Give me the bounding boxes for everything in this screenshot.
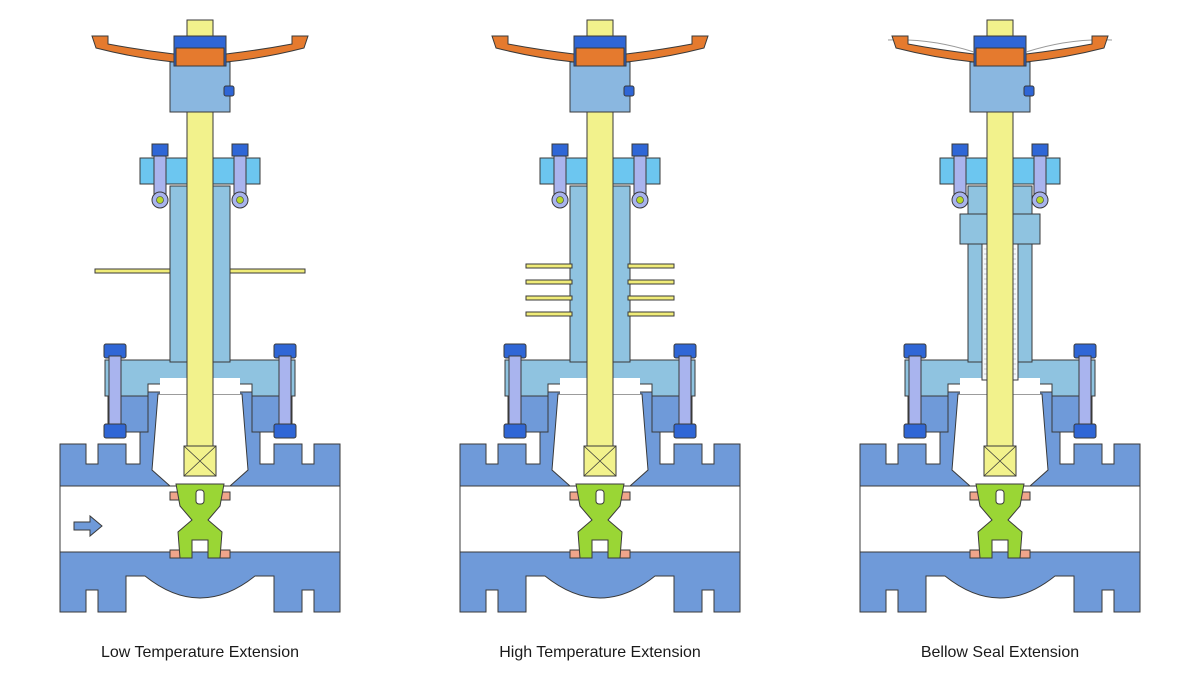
- grease-nipple: [1023, 85, 1035, 97]
- wedge-slot: [595, 489, 605, 505]
- handwheel-spoke-right: [1025, 35, 1109, 63]
- gate-wedge: [975, 483, 1025, 559]
- eye-bolt-left-nut: [951, 143, 969, 157]
- bonnet-bolt-left-bottom-nut: [103, 423, 127, 439]
- cooling-fin-right: [627, 263, 675, 269]
- eye-bolt-right-nut: [631, 143, 649, 157]
- yoke-nut-housing: [169, 61, 231, 113]
- bonnet-bolt-left-stud: [108, 355, 122, 431]
- bonnet-bolt-right-bottom-nut: [273, 423, 297, 439]
- bonnet-bolt-left-bottom-nut: [903, 423, 927, 439]
- caption-low-temperature: Low Temperature Extension: [100, 644, 300, 661]
- bonnet-bolt-right-stud: [278, 355, 292, 431]
- cooling-fin-right: [627, 279, 675, 285]
- eye-bolt-left-pin: [956, 196, 964, 204]
- stem-head-cross: [183, 445, 217, 477]
- eye-bolt-right-pin: [1036, 196, 1044, 204]
- gate-wedge: [575, 483, 625, 559]
- drip-plate-left: [94, 268, 171, 274]
- cooling-fin-left: [525, 263, 573, 269]
- yoke-nut-housing: [969, 61, 1031, 113]
- stem-head-cross: [983, 445, 1017, 477]
- yoke-nut-housing: [569, 61, 631, 113]
- eye-bolt-right-pin: [236, 196, 244, 204]
- eye-bolt-left-pin: [556, 196, 564, 204]
- caption-high-temperature: High Temperature Extension: [499, 644, 701, 661]
- handwheel-hub: [175, 47, 225, 67]
- handwheel-hub: [975, 47, 1025, 67]
- wedge-slot: [995, 489, 1005, 505]
- bonnet-bolt-right-bottom-nut: [1073, 423, 1097, 439]
- cooling-fin-left: [525, 295, 573, 301]
- handwheel-spoke-right: [225, 35, 309, 63]
- bonnet-bolt-right-bottom-nut: [673, 423, 697, 439]
- panel-high-temperature: High Temperature Extension: [400, 0, 800, 693]
- bonnet-bolt-left-stud: [508, 355, 522, 431]
- eye-bolt-right-nut: [231, 143, 249, 157]
- bonnet-bolt-right-stud: [678, 355, 692, 431]
- cooling-fin-right: [627, 295, 675, 301]
- stem-head-cross: [583, 445, 617, 477]
- valve-drawing-low-temperature: [59, 19, 341, 613]
- handwheel-spoke-left: [891, 35, 975, 63]
- panel-low-temperature: Low Temperature Extension: [0, 0, 400, 693]
- handwheel-hub: [575, 47, 625, 67]
- cooling-fin-left: [525, 279, 573, 285]
- bonnet-bolt-left-bottom-nut: [503, 423, 527, 439]
- flow-direction-arrow: [73, 514, 103, 538]
- gate-wedge: [175, 483, 225, 559]
- handwheel-spoke-right: [625, 35, 709, 63]
- cooling-fin-right: [627, 311, 675, 317]
- bonnet-bolt-right-stud: [1078, 355, 1092, 431]
- handwheel-spoke-left: [491, 35, 575, 63]
- eye-bolt-left-nut: [551, 143, 569, 157]
- valve-drawing-high-temperature: [459, 19, 741, 613]
- drip-plate-right: [229, 268, 306, 274]
- panel-bellow-seal: Bellow Seal Extension: [800, 0, 1200, 693]
- grease-nipple: [623, 85, 635, 97]
- caption-bellow-seal: Bellow Seal Extension: [920, 644, 1080, 661]
- handwheel-spoke-left: [91, 35, 175, 63]
- bonnet-bolt-left-stud: [908, 355, 922, 431]
- eye-bolt-right-pin: [636, 196, 644, 204]
- valve-drawing-bellow-seal: [859, 19, 1141, 613]
- grease-nipple: [223, 85, 235, 97]
- eye-bolt-left-nut: [151, 143, 169, 157]
- wedge-slot: [195, 489, 205, 505]
- eye-bolt-right-nut: [1031, 143, 1049, 157]
- cooling-fin-left: [525, 311, 573, 317]
- eye-bolt-left-pin: [156, 196, 164, 204]
